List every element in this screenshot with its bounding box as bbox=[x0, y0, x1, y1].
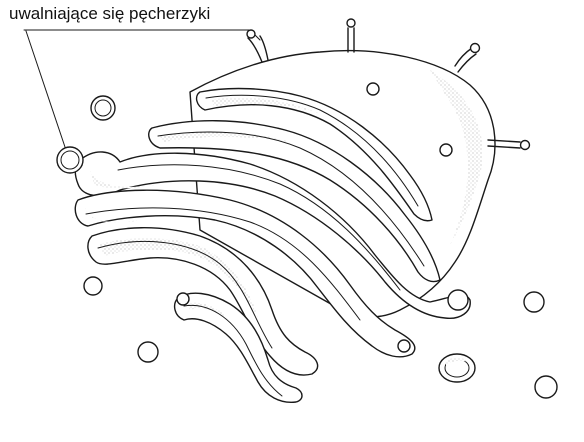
golgi-diagram: uwalniające się pęcherzyki bbox=[0, 0, 584, 442]
golgi-drawing bbox=[0, 0, 584, 442]
